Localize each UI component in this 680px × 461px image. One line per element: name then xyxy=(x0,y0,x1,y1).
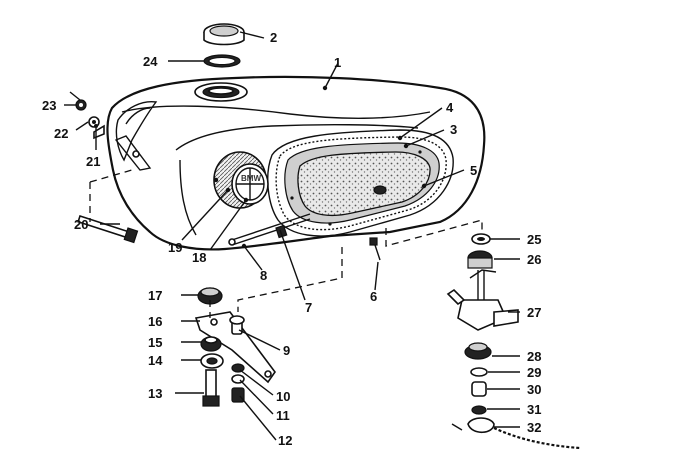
label-25: 25 xyxy=(527,232,541,247)
filler-cap-gasket xyxy=(203,54,241,68)
fuel-tank xyxy=(106,75,486,251)
leader-dots xyxy=(94,85,427,249)
label-31: 31 xyxy=(527,402,541,417)
screw-6 xyxy=(369,237,381,261)
label-21: 21 xyxy=(86,154,100,169)
label-24: 24 xyxy=(143,54,158,69)
mount-hardware xyxy=(194,287,276,407)
label-18: 18 xyxy=(192,250,206,265)
label-7: 7 xyxy=(305,300,312,315)
fuel-tap-assembly xyxy=(446,233,581,450)
filler-cap xyxy=(203,23,245,46)
label-32: 32 xyxy=(527,420,541,435)
label-10: 10 xyxy=(276,389,290,404)
label-14: 14 xyxy=(148,353,163,368)
label-9: 9 xyxy=(283,343,290,358)
left-fasteners xyxy=(69,91,139,244)
label-4: 4 xyxy=(446,100,454,115)
label-22: 22 xyxy=(54,126,68,141)
label-27: 27 xyxy=(527,305,541,320)
label-20: 20 xyxy=(74,217,88,232)
label-12: 12 xyxy=(278,433,292,448)
tank-badge: BMW xyxy=(213,151,269,209)
label-26: 26 xyxy=(527,252,541,267)
label-6: 6 xyxy=(370,289,377,304)
label-15: 15 xyxy=(148,335,162,350)
label-5: 5 xyxy=(470,163,477,178)
label-19: 19 xyxy=(168,240,182,255)
label-29: 29 xyxy=(527,365,541,380)
label-8: 8 xyxy=(260,268,267,283)
label-11: 11 xyxy=(276,408,290,423)
label-17: 17 xyxy=(148,288,162,303)
label-13: 13 xyxy=(148,386,162,401)
label-1: 1 xyxy=(334,55,341,70)
label-2: 2 xyxy=(270,30,277,45)
assembly-lines xyxy=(89,169,483,318)
label-16: 16 xyxy=(148,314,162,329)
label-23: 23 xyxy=(42,98,56,113)
label-28: 28 xyxy=(527,349,541,364)
knee-pad-assembly xyxy=(267,129,454,237)
label-30: 30 xyxy=(527,382,541,397)
label-3: 3 xyxy=(450,122,457,137)
badge-text: BMW xyxy=(241,174,261,183)
leader-lines xyxy=(64,31,520,441)
part-number-labels: 1 2 3 4 5 6 7 8 9 10 11 12 13 14 15 16 1… xyxy=(42,30,541,448)
